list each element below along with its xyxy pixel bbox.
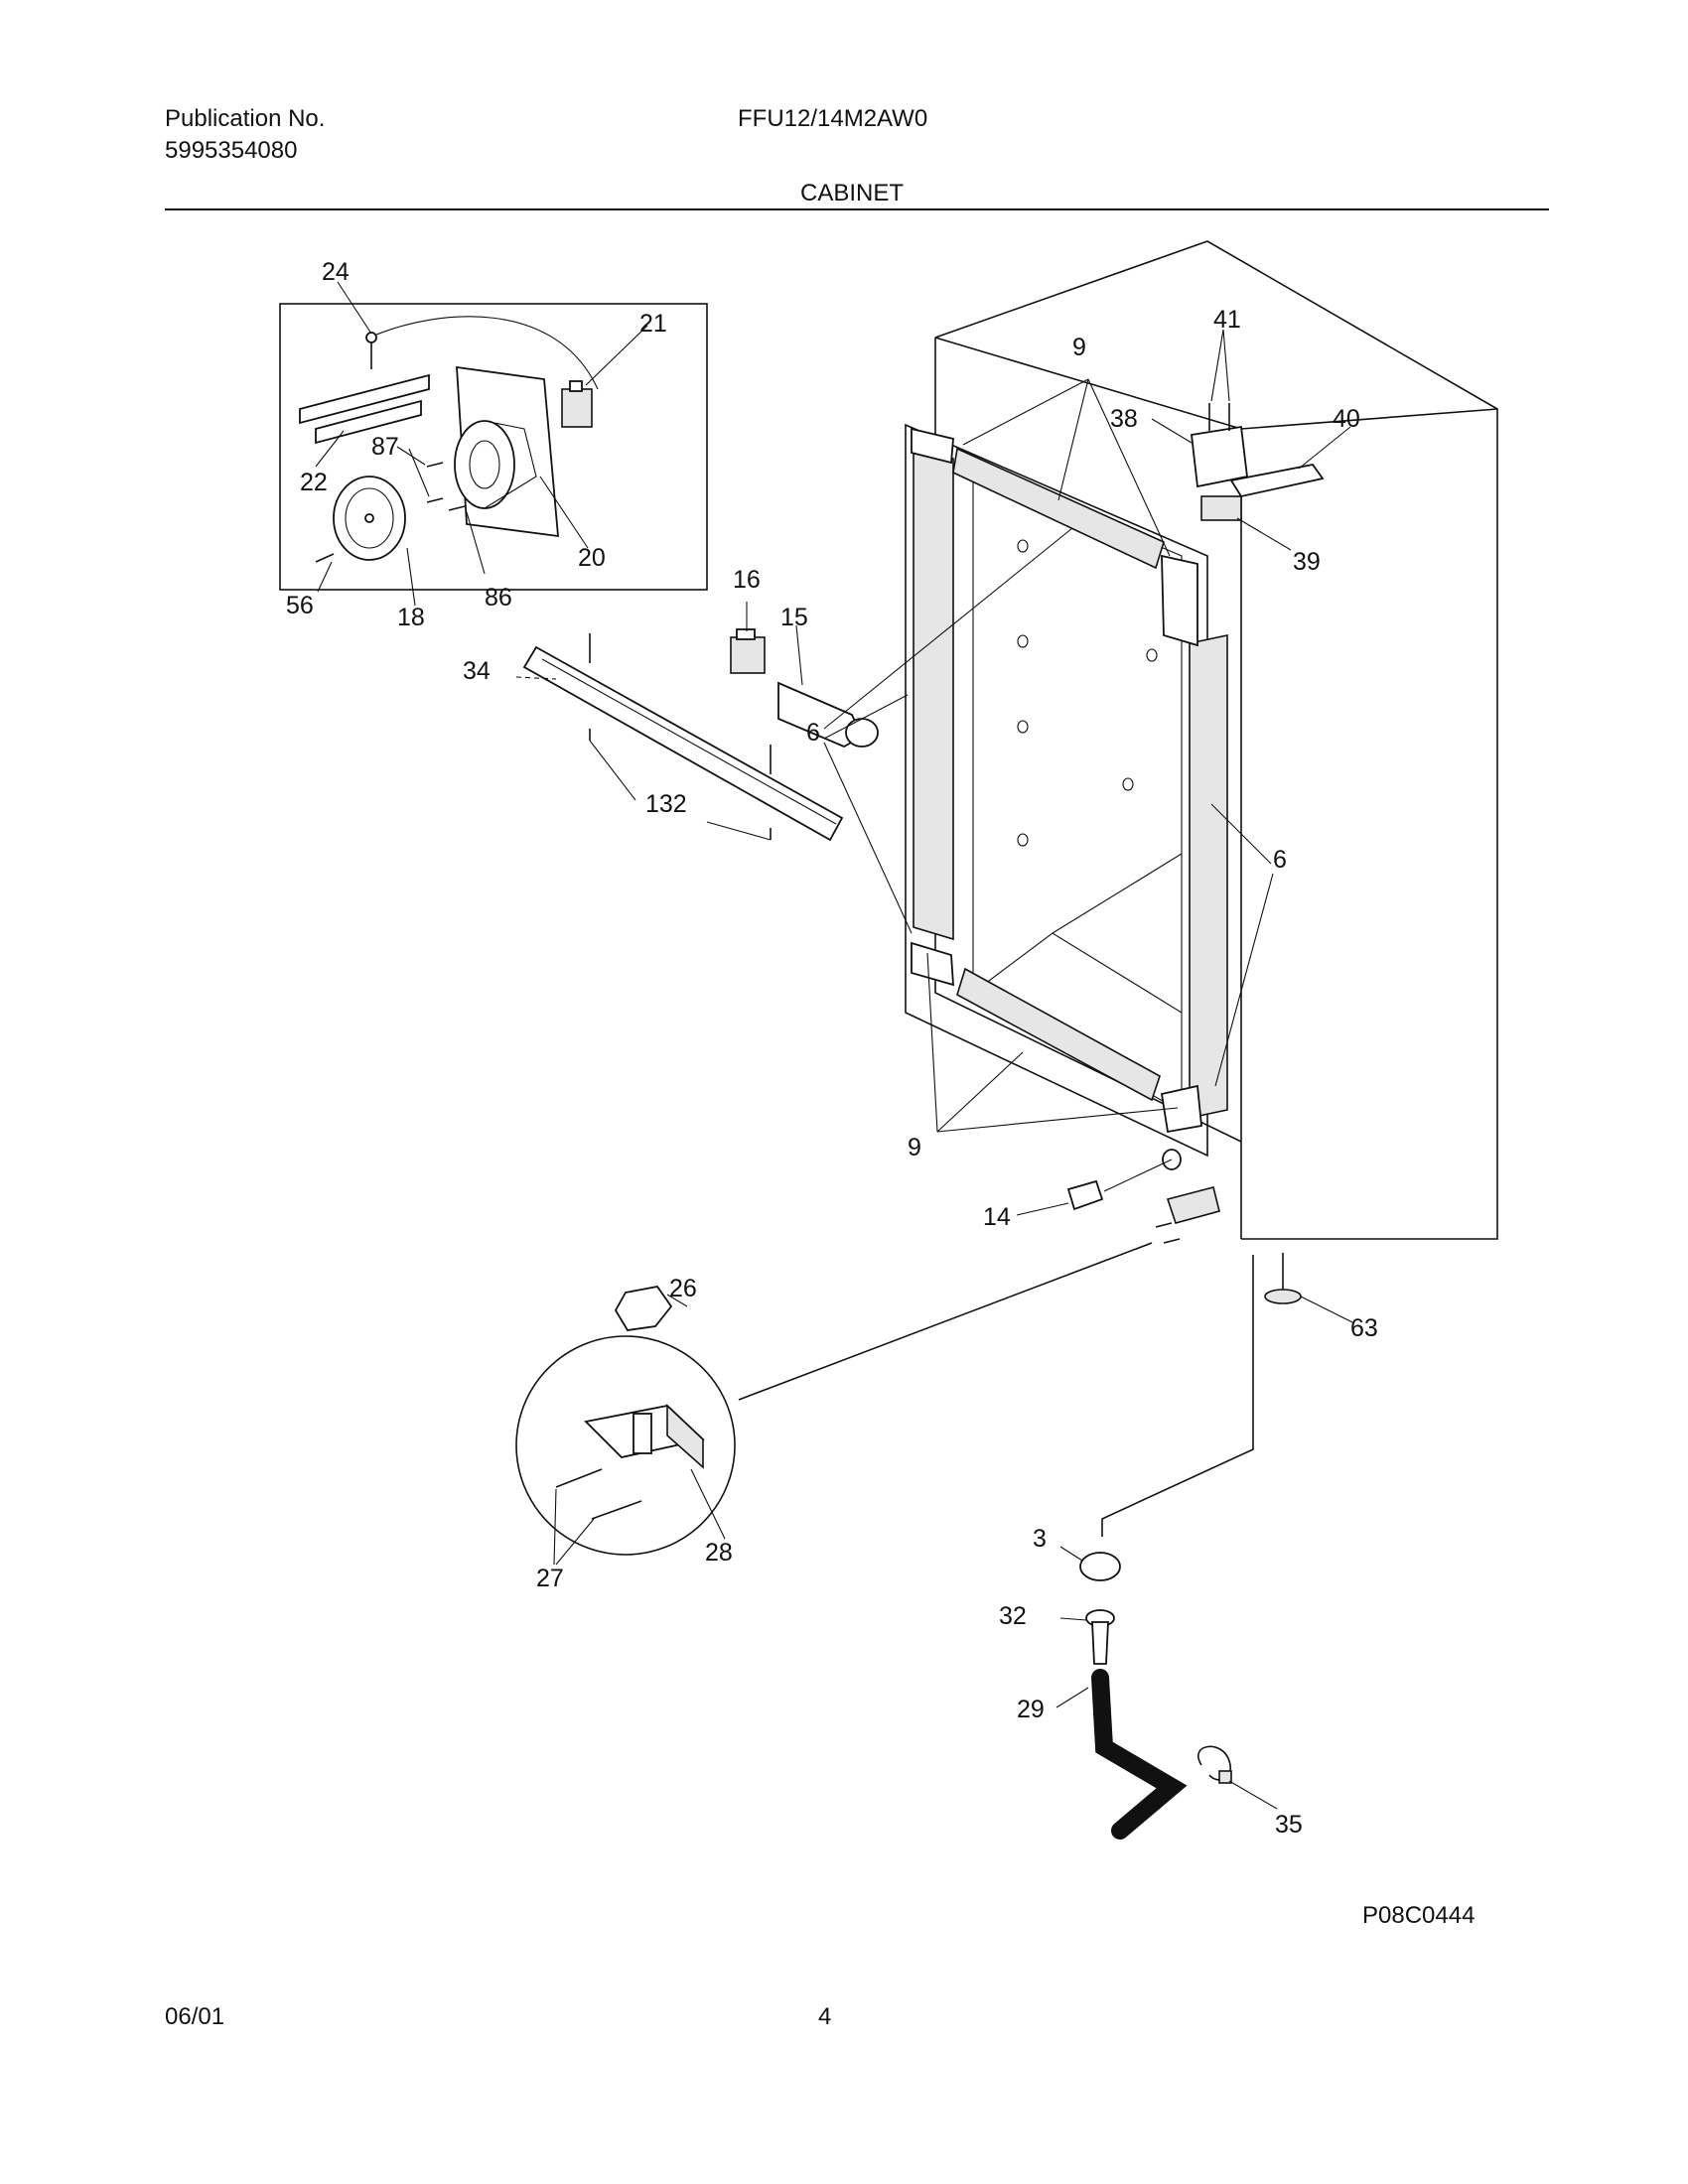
callout-132: 132 [645, 790, 687, 818]
callout-34: 34 [463, 657, 491, 685]
footer-date: 06/01 [165, 2003, 225, 2030]
callout-38: 38 [1110, 405, 1138, 433]
bottom-hinge-assembly [1066, 1149, 1220, 1244]
callout-3: 3 [1033, 1525, 1047, 1553]
callout-9-bottom: 9 [908, 1134, 921, 1161]
callout-26: 26 [669, 1275, 697, 1302]
callout-6-left: 6 [806, 719, 820, 747]
page-number: 4 [818, 2003, 832, 2030]
callout-16: 16 [733, 566, 761, 594]
callout-15: 15 [780, 604, 808, 631]
callout-35: 35 [1275, 1811, 1303, 1839]
top-hinge-assembly [1191, 403, 1325, 521]
light-switch-and-bulb [730, 628, 879, 749]
callout-labels: 24 21 87 22 20 56 18 86 16 15 34 132 6 6… [286, 258, 1378, 1839]
detail-connector-line [738, 1242, 1153, 1401]
publication-label: Publication No. [165, 105, 326, 132]
callout-14: 14 [983, 1203, 1011, 1231]
callout-28: 28 [705, 1539, 733, 1567]
section-title: CABINET [800, 180, 905, 206]
callout-27: 27 [536, 1565, 564, 1592]
inset-frame [279, 303, 708, 591]
callout-41: 41 [1213, 306, 1241, 334]
drain-assembly [1079, 1255, 1254, 1840]
callout-40: 40 [1333, 405, 1360, 433]
callout-56: 56 [286, 592, 314, 619]
front-rail [522, 633, 844, 842]
callout-22: 22 [300, 469, 328, 496]
callout-6-right: 6 [1273, 846, 1287, 874]
callout-86: 86 [485, 584, 512, 612]
callout-87: 87 [371, 433, 399, 461]
publication-number: 5995354080 [165, 137, 298, 164]
leader-lines [315, 281, 1353, 1810]
light-socket-assembly [299, 316, 599, 563]
hinge-detail-circle [515, 1286, 736, 1556]
model-number: FFU12/14M2AW0 [738, 105, 928, 132]
callout-63: 63 [1350, 1314, 1378, 1342]
cabinet-body [905, 240, 1498, 1240]
callout-9-top: 9 [1072, 334, 1086, 361]
leveling-leg [1264, 1253, 1302, 1304]
callout-32: 32 [999, 1602, 1027, 1630]
callout-20: 20 [578, 544, 606, 572]
callout-29: 29 [1017, 1696, 1045, 1723]
callout-21: 21 [639, 310, 667, 338]
callout-39: 39 [1293, 548, 1321, 576]
callout-18: 18 [397, 604, 425, 631]
drawing-code: P08C0444 [1362, 1902, 1476, 1929]
header-rule [165, 208, 1549, 210]
callout-24: 24 [322, 258, 350, 286]
